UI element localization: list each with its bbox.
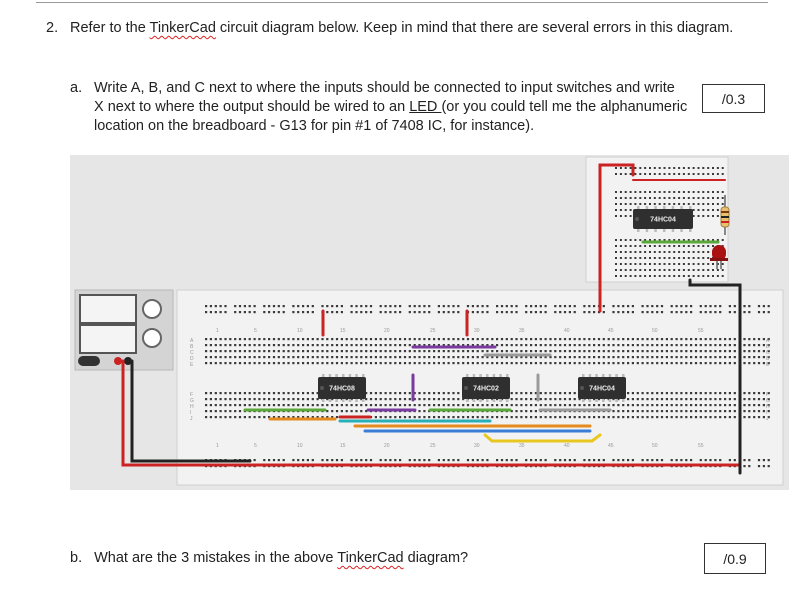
wires bbox=[121, 163, 742, 475]
part-b-score: /0.9 bbox=[723, 550, 747, 567]
column-number: 35 bbox=[519, 443, 525, 449]
part-b-text-start: What are the 3 mistakes in the above bbox=[94, 550, 338, 566]
row-letter: J bbox=[766, 416, 769, 422]
main-breadboard bbox=[176, 289, 784, 486]
column-number: 50 bbox=[652, 443, 658, 449]
column-number: 50 bbox=[652, 328, 658, 334]
column-number: 30 bbox=[474, 443, 480, 449]
column-number: 10 bbox=[297, 443, 303, 449]
led-word: LED bbox=[409, 99, 442, 115]
column-number: 1 bbox=[216, 443, 219, 449]
circuit-svg: 1155101015152020252530303535404045455050… bbox=[74, 156, 784, 486]
part-b-score-box[interactable]: /0.9 bbox=[704, 543, 766, 574]
column-number: 35 bbox=[519, 328, 525, 334]
black-wire-to-small-board bbox=[688, 278, 742, 312]
row-letter: D bbox=[766, 356, 770, 362]
red-supply-wire bbox=[121, 359, 742, 467]
ic-chip-label: 74HC04 bbox=[589, 386, 615, 393]
tinkercad-word-b: TinkerCad bbox=[337, 550, 404, 566]
supply-red-terminal bbox=[114, 357, 122, 365]
row-letter: E bbox=[766, 362, 770, 368]
row-letter: F bbox=[766, 392, 769, 398]
column-number: 20 bbox=[384, 443, 390, 449]
supply-black-terminal bbox=[124, 357, 132, 365]
part-a-score: /0.3 bbox=[721, 90, 746, 107]
part-a-label: a. bbox=[70, 80, 83, 96]
ic-chip-label: 74HC04 bbox=[650, 217, 676, 224]
row-letter: H bbox=[766, 404, 770, 410]
part-a-line-2: X next to where the output should be wir… bbox=[94, 98, 694, 117]
row-letter: J bbox=[190, 416, 193, 422]
ic-chip: 74HC04 bbox=[578, 374, 626, 402]
tinkercad-word: TinkerCad bbox=[149, 20, 216, 36]
column-numbers: 1155101015152020252530303535404045455050… bbox=[216, 328, 704, 449]
row-letter: C bbox=[190, 350, 194, 356]
question-number: 2. bbox=[46, 20, 59, 36]
ic-chips: 74HC08 74HC02 74HC04 74HC04 bbox=[318, 206, 693, 402]
row-letter: G bbox=[766, 398, 770, 404]
supply-switch bbox=[78, 356, 100, 366]
question-text: Refer to the TinkerCad circuit diagram b… bbox=[70, 19, 733, 38]
ic-chip: 74HC08 bbox=[318, 374, 366, 402]
resistor bbox=[720, 195, 730, 235]
column-number: 55 bbox=[698, 443, 704, 449]
row-letter: D bbox=[190, 356, 194, 362]
question-text-start: Refer to the bbox=[70, 20, 150, 36]
row-letter: A bbox=[766, 338, 770, 344]
power-supply bbox=[74, 289, 174, 371]
column-number: 25 bbox=[430, 443, 436, 449]
supply-display-2 bbox=[79, 324, 137, 354]
column-number: 55 bbox=[698, 328, 704, 334]
part-a-line-2-end: (or you could tell me the alphanumeric bbox=[441, 99, 688, 115]
part-b: b. What are the 3 mistakes in the above T… bbox=[70, 549, 468, 568]
part-b-label: b. bbox=[70, 550, 83, 566]
question-text-end: circuit diagram below. Keep in mind that… bbox=[215, 20, 734, 36]
ic-chip-label: 74HC08 bbox=[329, 386, 355, 393]
column-number: 5 bbox=[254, 328, 257, 334]
part-a-text: Write A, B, and C next to where the inpu… bbox=[94, 79, 694, 136]
row-letter: B bbox=[766, 344, 770, 350]
ic-chip: 74HC04 bbox=[633, 206, 693, 232]
column-number: 45 bbox=[608, 328, 614, 334]
column-number: 45 bbox=[608, 443, 614, 449]
part-a-line-2-start: X next to where the output should be wir… bbox=[94, 99, 410, 115]
row-letter: C bbox=[766, 350, 770, 356]
ic-chip-label: 74HC02 bbox=[473, 386, 499, 393]
led bbox=[710, 245, 728, 269]
column-number: 40 bbox=[564, 443, 570, 449]
row-letter: G bbox=[190, 398, 194, 404]
supply-knob-2 bbox=[142, 328, 162, 348]
column-number: 15 bbox=[340, 443, 346, 449]
part-a-line-3: location on the breadboard - G13 for pin… bbox=[94, 118, 535, 134]
column-number: 25 bbox=[430, 328, 436, 334]
row-letter: E bbox=[190, 362, 194, 368]
yellow-wire bbox=[483, 433, 602, 443]
supply-knob-1 bbox=[142, 299, 162, 319]
red-wire-to-small-board bbox=[598, 163, 635, 313]
part-a-score-box[interactable]: /0.3 bbox=[702, 84, 765, 113]
black-supply-wire bbox=[130, 359, 252, 463]
column-number: 20 bbox=[384, 328, 390, 334]
column-number: 5 bbox=[254, 443, 257, 449]
part-b-text-end: diagram? bbox=[403, 550, 469, 566]
column-number: 1 bbox=[216, 328, 219, 334]
row-letter: I bbox=[766, 410, 767, 416]
column-number: 40 bbox=[564, 328, 570, 334]
row-letter: F bbox=[190, 392, 193, 398]
ic-chip: 74HC02 bbox=[462, 374, 510, 402]
column-number: 30 bbox=[474, 328, 480, 334]
row-letter: I bbox=[190, 410, 191, 416]
row-letter: A bbox=[190, 338, 194, 344]
column-number: 10 bbox=[297, 328, 303, 334]
top-divider bbox=[36, 2, 768, 3]
row-letter: H bbox=[190, 404, 194, 410]
column-number: 15 bbox=[340, 328, 346, 334]
part-a-line-1: Write A, B, and C next to where the inpu… bbox=[94, 80, 675, 96]
row-letter: B bbox=[190, 344, 194, 350]
supply-display-1 bbox=[79, 294, 137, 324]
